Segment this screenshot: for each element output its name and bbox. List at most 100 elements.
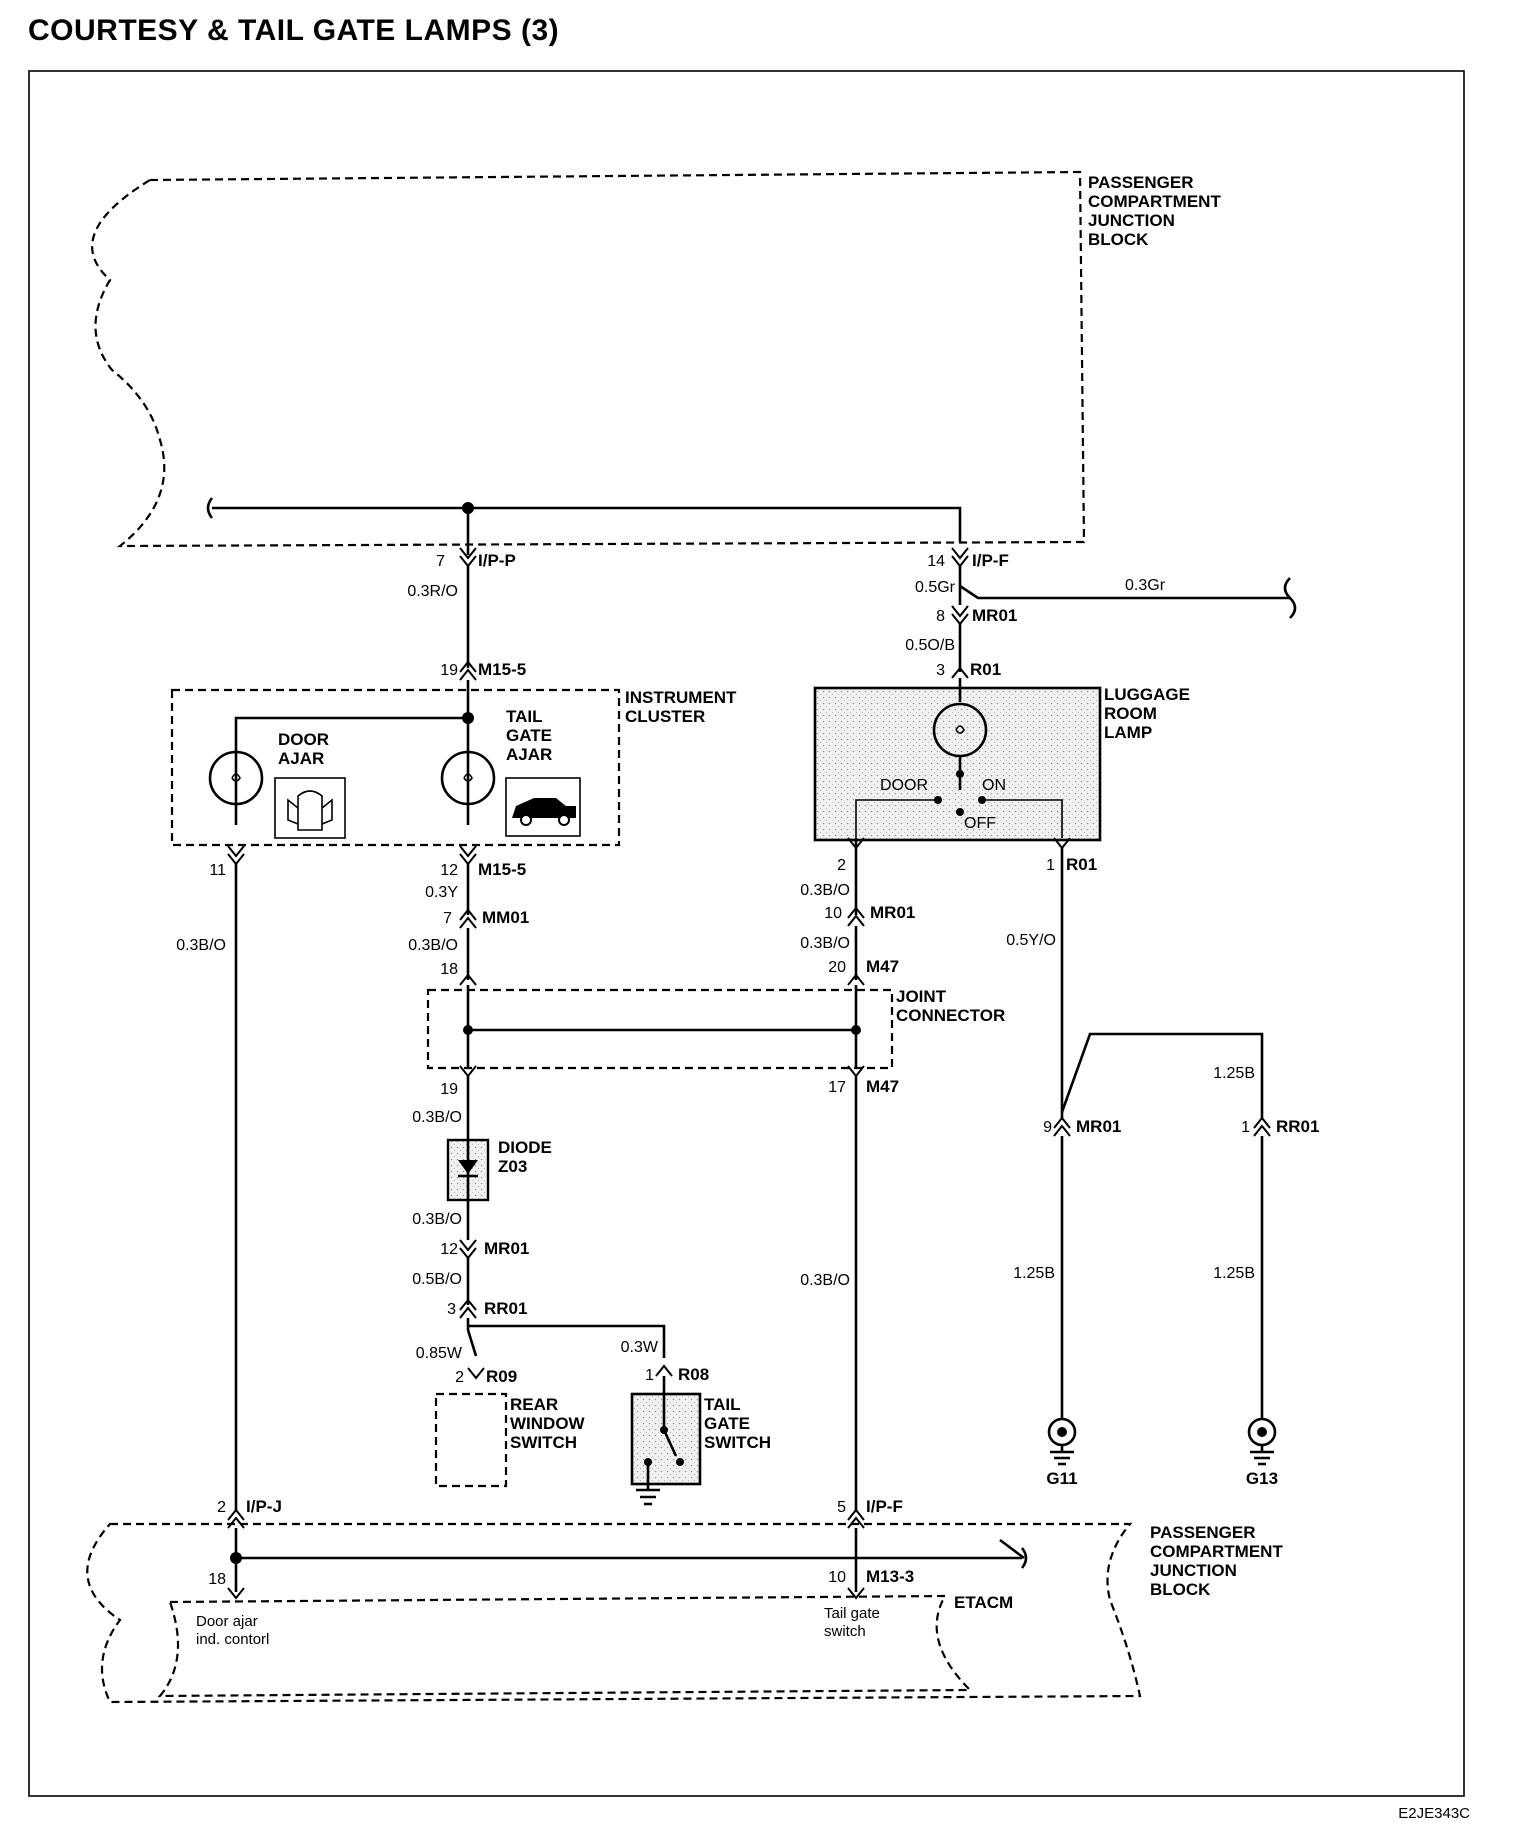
g13-ground-icon	[1247, 1417, 1277, 1466]
conn-label-rr01-a: RR01	[1276, 1117, 1319, 1136]
conn-label-m133: M13-3	[866, 1567, 914, 1586]
pin-mr01-d: 12	[440, 1241, 458, 1258]
pin-mm01: 7	[443, 910, 452, 927]
etacm-input-tail-gate: Tail gate switch	[824, 1605, 880, 1640]
wire-label-w20: 1.25B	[1213, 1265, 1255, 1282]
svg-text:CONNECTOR: CONNECTOR	[896, 1006, 1005, 1025]
tail-gate-symbol-box	[505, 777, 581, 837]
conn-label-mr01-d: MR01	[484, 1239, 529, 1258]
pin-r09: 2	[455, 1369, 464, 1386]
pin-lamp-2: 2	[837, 857, 846, 874]
pin-mr01-c: 9	[1043, 1119, 1052, 1136]
door-ajar-symbol-box	[274, 777, 346, 839]
svg-text:DIODE: DIODE	[498, 1138, 552, 1157]
wire-label-w8: 0.3B/O	[800, 882, 850, 899]
svg-text:DOOR: DOOR	[278, 730, 329, 749]
connector-m47-a	[847, 973, 865, 986]
pin-jc-19: 19	[440, 1081, 458, 1098]
connector-r01-a	[951, 666, 969, 679]
conn-label-ipj: I/P-J	[246, 1497, 282, 1516]
connector-rr01-b	[459, 1298, 477, 1319]
connector-r08	[655, 1364, 673, 1377]
conn-label-rr01-b: RR01	[484, 1299, 527, 1318]
pcjb-bottom-block	[86, 1522, 1142, 1704]
lamp-door-wire	[855, 799, 938, 838]
luggage-room-lamp-label: LUGGAGE ROOM LAMP	[1104, 685, 1190, 742]
conn-label-ipf-b: I/P-F	[866, 1497, 903, 1516]
svg-text:COMPARTMENT: COMPARTMENT	[1088, 192, 1221, 211]
pin-mr01-b: 10	[824, 905, 842, 922]
conn-label-r01-b: R01	[1066, 855, 1097, 874]
door-open-car-icon	[287, 790, 333, 831]
ground-label-g13: G13	[1246, 1469, 1278, 1488]
svg-text:PASSENGER: PASSENGER	[1150, 1523, 1256, 1542]
svg-text:JOINT: JOINT	[896, 987, 947, 1006]
door-ajar-bulb-icon	[208, 750, 264, 806]
svg-text:JUNCTION: JUNCTION	[1088, 211, 1175, 230]
connector-mr01-a	[951, 605, 969, 626]
connector-m133	[847, 1587, 865, 1600]
conn-label-r01-a: R01	[970, 660, 1001, 679]
conn-label-m47-b: M47	[866, 1077, 899, 1096]
conn-label-m155-a: M15-5	[478, 660, 526, 679]
svg-text:TAIL: TAIL	[506, 707, 543, 726]
diagram-title: COURTESY & TAIL GATE LAMPS (3)	[28, 14, 559, 47]
svg-text:COMPARTMENT: COMPARTMENT	[1150, 1542, 1283, 1561]
diode-label: DIODE Z03	[498, 1138, 552, 1176]
ground-label-g11: G11	[1046, 1469, 1077, 1488]
svg-text:LAMP: LAMP	[1104, 723, 1152, 742]
svg-text:JUNCTION: JUNCTION	[1150, 1561, 1237, 1580]
pin-rr01-b: 3	[447, 1301, 456, 1318]
rear-window-switch-label: REAR WINDOW SWITCH	[510, 1395, 586, 1452]
conn-label-ipp: I/P-P	[478, 551, 516, 570]
switch-pivot	[956, 770, 964, 778]
pcjb-top-block	[91, 170, 1086, 548]
connector-mr01-d	[459, 1239, 477, 1260]
etacm-block	[157, 1594, 973, 1698]
connector-r09	[467, 1367, 485, 1380]
pin-r01-b: 1	[1046, 857, 1055, 874]
wire-label-w14: 0.3B/O	[412, 1211, 462, 1228]
connector-ipj	[227, 1508, 245, 1529]
wire-label-w4: 0.5O/B	[905, 637, 955, 654]
svg-text:SWITCH: SWITCH	[704, 1433, 771, 1452]
conn-label-r09: R09	[486, 1367, 517, 1386]
wire-label-w12: 1.25B	[1213, 1065, 1255, 1082]
connector-ic-11	[227, 845, 245, 866]
diagram-frame	[28, 70, 1465, 1797]
pcjb-top-label: PASSENGER COMPARTMENT JUNCTION BLOCK	[1088, 173, 1221, 249]
svg-text:Z03: Z03	[498, 1157, 527, 1176]
switch-label-on: ON	[982, 777, 1006, 794]
svg-text:switch: switch	[824, 1623, 866, 1640]
tail-gate-switch-label: TAIL GATE SWITCH	[704, 1395, 771, 1452]
connector-rr01-a	[1253, 1116, 1271, 1137]
ground-icon	[636, 1488, 660, 1506]
bus-break-bottom	[999, 1538, 1028, 1569]
tail-gate-ajar-label: TAIL GATE AJAR	[506, 707, 552, 764]
connector-m155-b	[459, 845, 477, 866]
rear-window-switch-box	[434, 1392, 508, 1488]
connector-mr01-b	[847, 906, 865, 927]
svg-text:TAIL: TAIL	[704, 1395, 741, 1414]
wire-label-w18: 0.3B/O	[800, 1272, 850, 1289]
car-open-trunk-icon	[512, 798, 576, 826]
svg-text:BLOCK: BLOCK	[1150, 1580, 1211, 1599]
wire-label-w13: 0.3B/O	[412, 1109, 462, 1126]
wire-label-w5: 0.3B/O	[176, 937, 226, 954]
conn-label-mr01-c: MR01	[1076, 1117, 1121, 1136]
connector-etacm-18	[227, 1587, 245, 1600]
svg-text:REAR: REAR	[510, 1395, 558, 1414]
svg-text:ROOM: ROOM	[1104, 704, 1157, 723]
document-code: E2JE343C	[1398, 1805, 1470, 1822]
wire-label-w1: 0.3R/O	[407, 583, 458, 600]
svg-text:Tail gate: Tail gate	[824, 1605, 880, 1622]
wire-label-w3: 0.3Gr	[1125, 577, 1166, 594]
g11-ground-icon	[1047, 1417, 1077, 1466]
wire-label-w15: 0.5B/O	[412, 1271, 462, 1288]
svg-text:WINDOW: WINDOW	[510, 1414, 586, 1433]
ic-wire-left	[234, 716, 468, 825]
filament-right	[463, 773, 473, 782]
instrument-cluster-box	[170, 688, 621, 847]
conn-label-m155-b: M15-5	[478, 860, 526, 879]
conn-label-ipf: I/P-F	[972, 551, 1009, 570]
